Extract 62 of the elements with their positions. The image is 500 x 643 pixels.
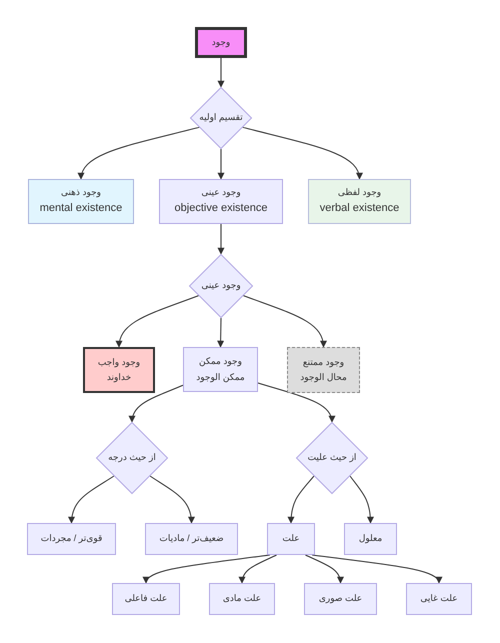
node-text: علت فاعلی: [124, 593, 168, 605]
arrow: [218, 224, 224, 255]
node-text: وجود عینی: [201, 187, 241, 198]
node-text: معلول: [358, 533, 382, 545]
process-box: [344, 523, 397, 555]
node-text: علت غایی: [420, 593, 458, 605]
node-text: وجود: [212, 36, 230, 48]
arrow: [150, 476, 195, 524]
process-box: [145, 523, 238, 555]
arrow: [218, 58, 224, 88]
node-text: وجود ممتنع: [302, 356, 344, 368]
node-text: objective existence: [174, 202, 268, 216]
arrow: [68, 476, 114, 524]
arrow: [312, 554, 440, 584]
arrow: [350, 476, 374, 524]
process-box: [112, 583, 180, 615]
arrow: [116, 295, 200, 348]
process-box: [159, 179, 283, 224]
arrow: [258, 382, 335, 423]
arrow: [217, 318, 224, 348]
node-text: محال الوجود: [300, 372, 347, 384]
process-box: [304, 583, 377, 615]
node-text: علت: [282, 533, 300, 545]
process-box: [406, 583, 472, 615]
process-box: [267, 523, 315, 555]
node-text: از حیث علیت: [308, 452, 356, 464]
process-box: [195, 27, 247, 58]
arrow: [304, 554, 344, 584]
node-text: verbal existence: [320, 202, 400, 216]
arrow: [239, 554, 278, 584]
node-text: علت صوری: [318, 593, 362, 605]
arrow: [242, 295, 326, 348]
node-text: ممکن الوجود: [196, 372, 245, 383]
process-box: [83, 347, 155, 393]
decision-diamond: [96, 422, 168, 494]
decision-diamond: [189, 254, 253, 318]
node-text: تقسیم اولیه: [199, 112, 243, 124]
dashed-box: [287, 347, 360, 393]
node-text: وجود ممکن: [199, 356, 242, 368]
node-text: وجود عینی: [201, 280, 241, 292]
arrow: [218, 148, 224, 180]
arrow: [129, 384, 184, 423]
process-box: [183, 347, 258, 392]
node-text: وجود واجب: [98, 356, 140, 368]
process-box: [27, 523, 116, 555]
node-text: وجود ذهنی: [60, 187, 102, 198]
node-text: از حیث درجه: [108, 452, 156, 464]
node-text: قوی‌تر / مجردات: [40, 533, 102, 545]
node-text: وجود لفظی: [338, 187, 382, 198]
decision-diamond: [296, 422, 368, 494]
node-text: mental existence: [40, 202, 122, 216]
node-text: علت مادی: [222, 593, 262, 605]
arrow: [242, 126, 362, 180]
decision-diamond: [190, 87, 252, 149]
arrow: [288, 476, 314, 524]
arrow: [78, 126, 200, 180]
arrow: [144, 554, 270, 584]
node-text: خداوند: [106, 372, 132, 384]
process-box: [308, 179, 411, 224]
process-box: [209, 583, 275, 615]
node-text: ضعیف‌تر / مادیات: [159, 533, 224, 545]
process-box: [28, 179, 134, 224]
